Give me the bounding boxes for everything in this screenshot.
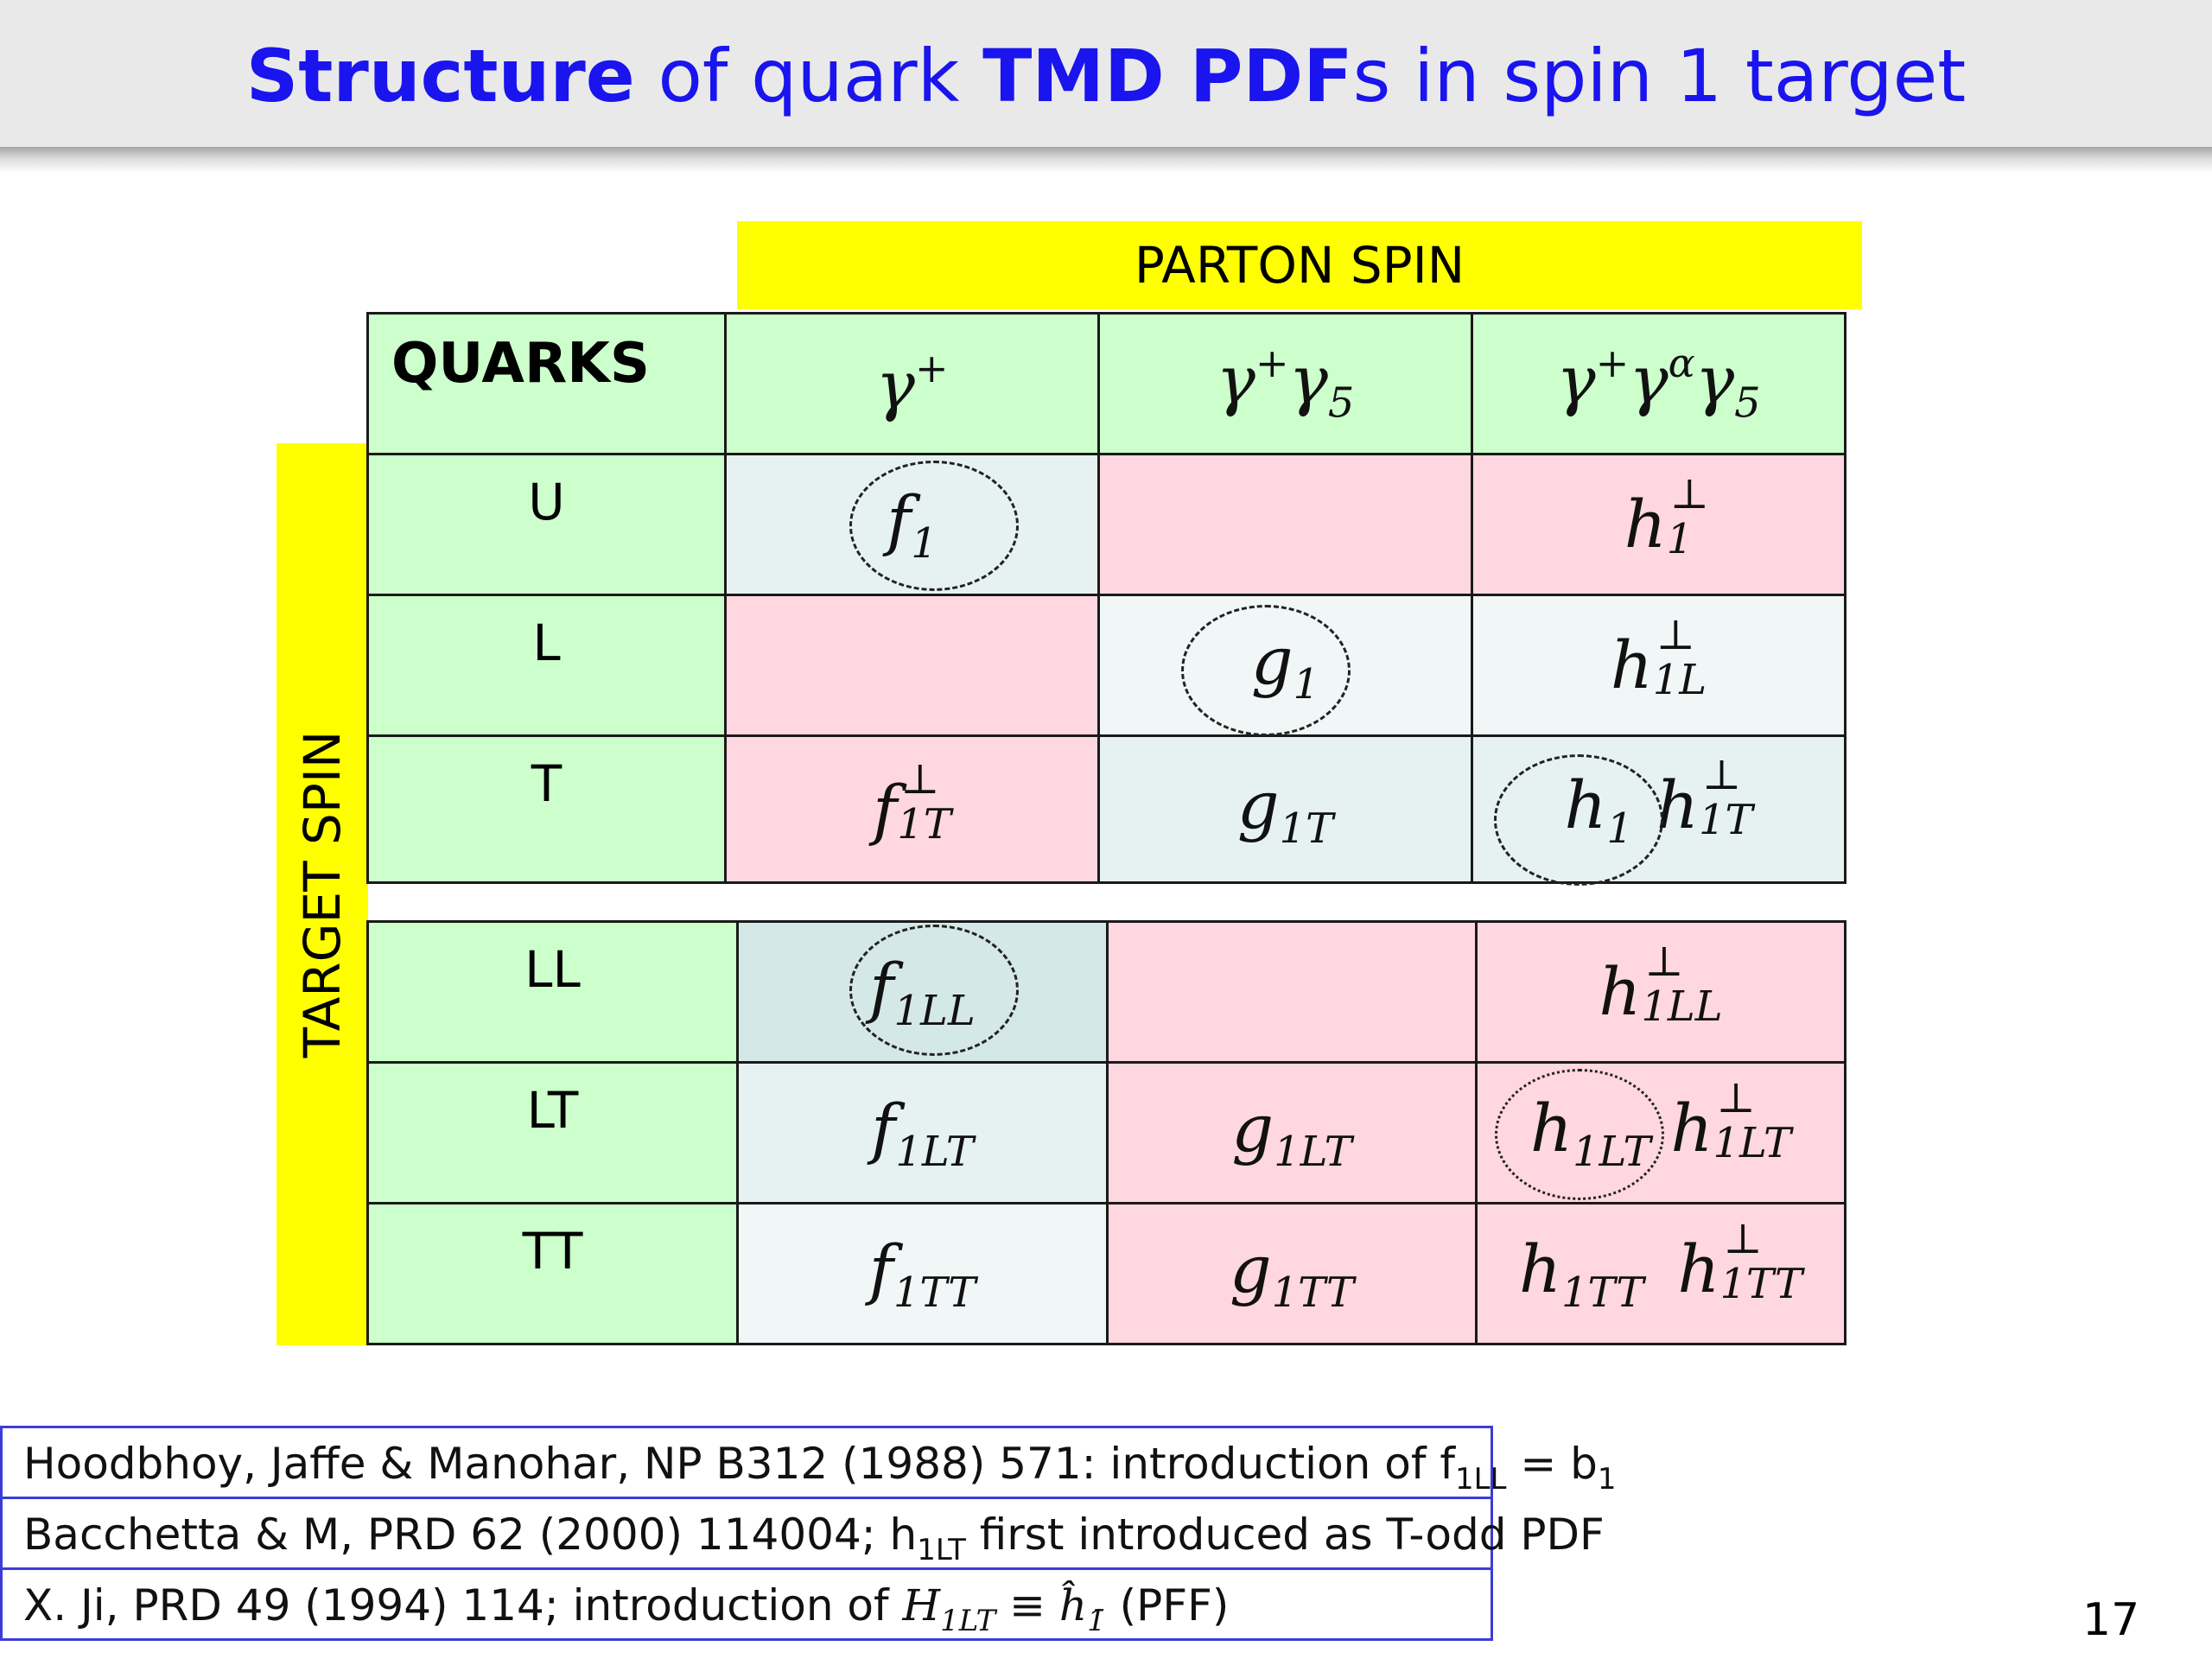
target-spin-label: TARGET SPIN: [293, 730, 352, 1058]
cell-h1-perp: h⊥1: [1471, 453, 1847, 596]
row-label-u: U: [528, 473, 565, 531]
cell-g1: g1: [1097, 594, 1473, 737]
parton-spin-header: PARTON SPIN: [737, 221, 1862, 309]
corner-cell: QUARKS: [366, 312, 727, 455]
page-number: 17: [2082, 1594, 2140, 1646]
cell-f1: f1: [724, 453, 1100, 596]
gamma-plus: γ+: [875, 344, 949, 423]
row-label-cell: L: [366, 594, 727, 737]
cell-h1-h1t-perp: h1 h⊥1T: [1471, 734, 1847, 886]
cell-g1tt: g1TT: [1106, 1202, 1478, 1345]
row-label-cell: T: [366, 734, 727, 884]
column-header-tensor: γ+γαγ5: [1471, 312, 1847, 455]
row-label-ll: LL: [524, 940, 581, 999]
cell-empty: [1106, 920, 1478, 1064]
cell-f1tt: f1TT: [736, 1202, 1109, 1345]
cell-f1t-perp: f⊥1T: [724, 734, 1100, 884]
row-label-tt: TT: [522, 1222, 583, 1281]
cell-h1lt-h1lt-perp: h1LT h⊥1LT: [1475, 1061, 1847, 1205]
column-header-vector: γ+: [724, 312, 1100, 455]
cell-empty: [724, 594, 1100, 737]
references-box: Hoodbhoy, Jaffe & Manohar, NP B312 (1988…: [0, 1426, 1617, 1641]
quarks-label: QUARKS: [391, 332, 650, 396]
cell-g1lt: g1LT: [1106, 1061, 1478, 1205]
pdf-table-upper: QUARKS γ+ γ+γ5 γ+γαγ5 U f1 h⊥1 L g1 h⊥1L: [366, 312, 1847, 886]
reference-bacchetta: Bacchetta & M, PRD 62 (2000) 114004; h1L…: [0, 1499, 1605, 1570]
cell-f1lt: f1LT: [736, 1061, 1109, 1205]
pdf-table-lower: LL f1LL h⊥1LL LT f1LT g1LT h1LT h⊥1LT TT…: [366, 920, 1847, 1345]
cell-h1tt-h1tt-perp: h1TT h⊥1TT: [1475, 1202, 1847, 1345]
cell-h1ll-perp: h⊥1LL: [1475, 920, 1847, 1064]
cell-empty: [1097, 453, 1473, 596]
row-label-cell: LT: [366, 1061, 739, 1205]
gamma-plus-gamma5: γ+γ5: [1216, 340, 1355, 428]
column-header-axial: γ+γ5: [1097, 312, 1473, 455]
slide-title: Structure of quark TMD PDFs in spin 1 ta…: [245, 34, 1967, 118]
row-label-cell: U: [366, 453, 727, 596]
title-bar-shadow: [0, 147, 2212, 173]
row-label-l: L: [532, 613, 561, 672]
row-label-cell: TT: [366, 1202, 739, 1345]
title-bar: [0, 0, 2212, 147]
cell-f1ll: f1LL: [736, 920, 1109, 1064]
row-label-lt: LT: [526, 1081, 579, 1140]
reference-ji: X. Ji, PRD 49 (1994) 114; introduction o…: [0, 1570, 1493, 1641]
reference-hoodbhoy: Hoodbhoy, Jaffe & Manohar, NP B312 (1988…: [0, 1426, 1617, 1499]
cell-g1t: g1T: [1097, 734, 1473, 884]
gamma-plus-gamma-alpha-gamma5: γ+γαγ5: [1556, 340, 1761, 428]
cell-h1l-perp: h⊥1L: [1471, 594, 1847, 737]
row-label-cell: LL: [366, 920, 739, 1064]
target-spin-header: TARGET SPIN: [276, 443, 368, 1345]
row-label-t: T: [531, 754, 563, 813]
